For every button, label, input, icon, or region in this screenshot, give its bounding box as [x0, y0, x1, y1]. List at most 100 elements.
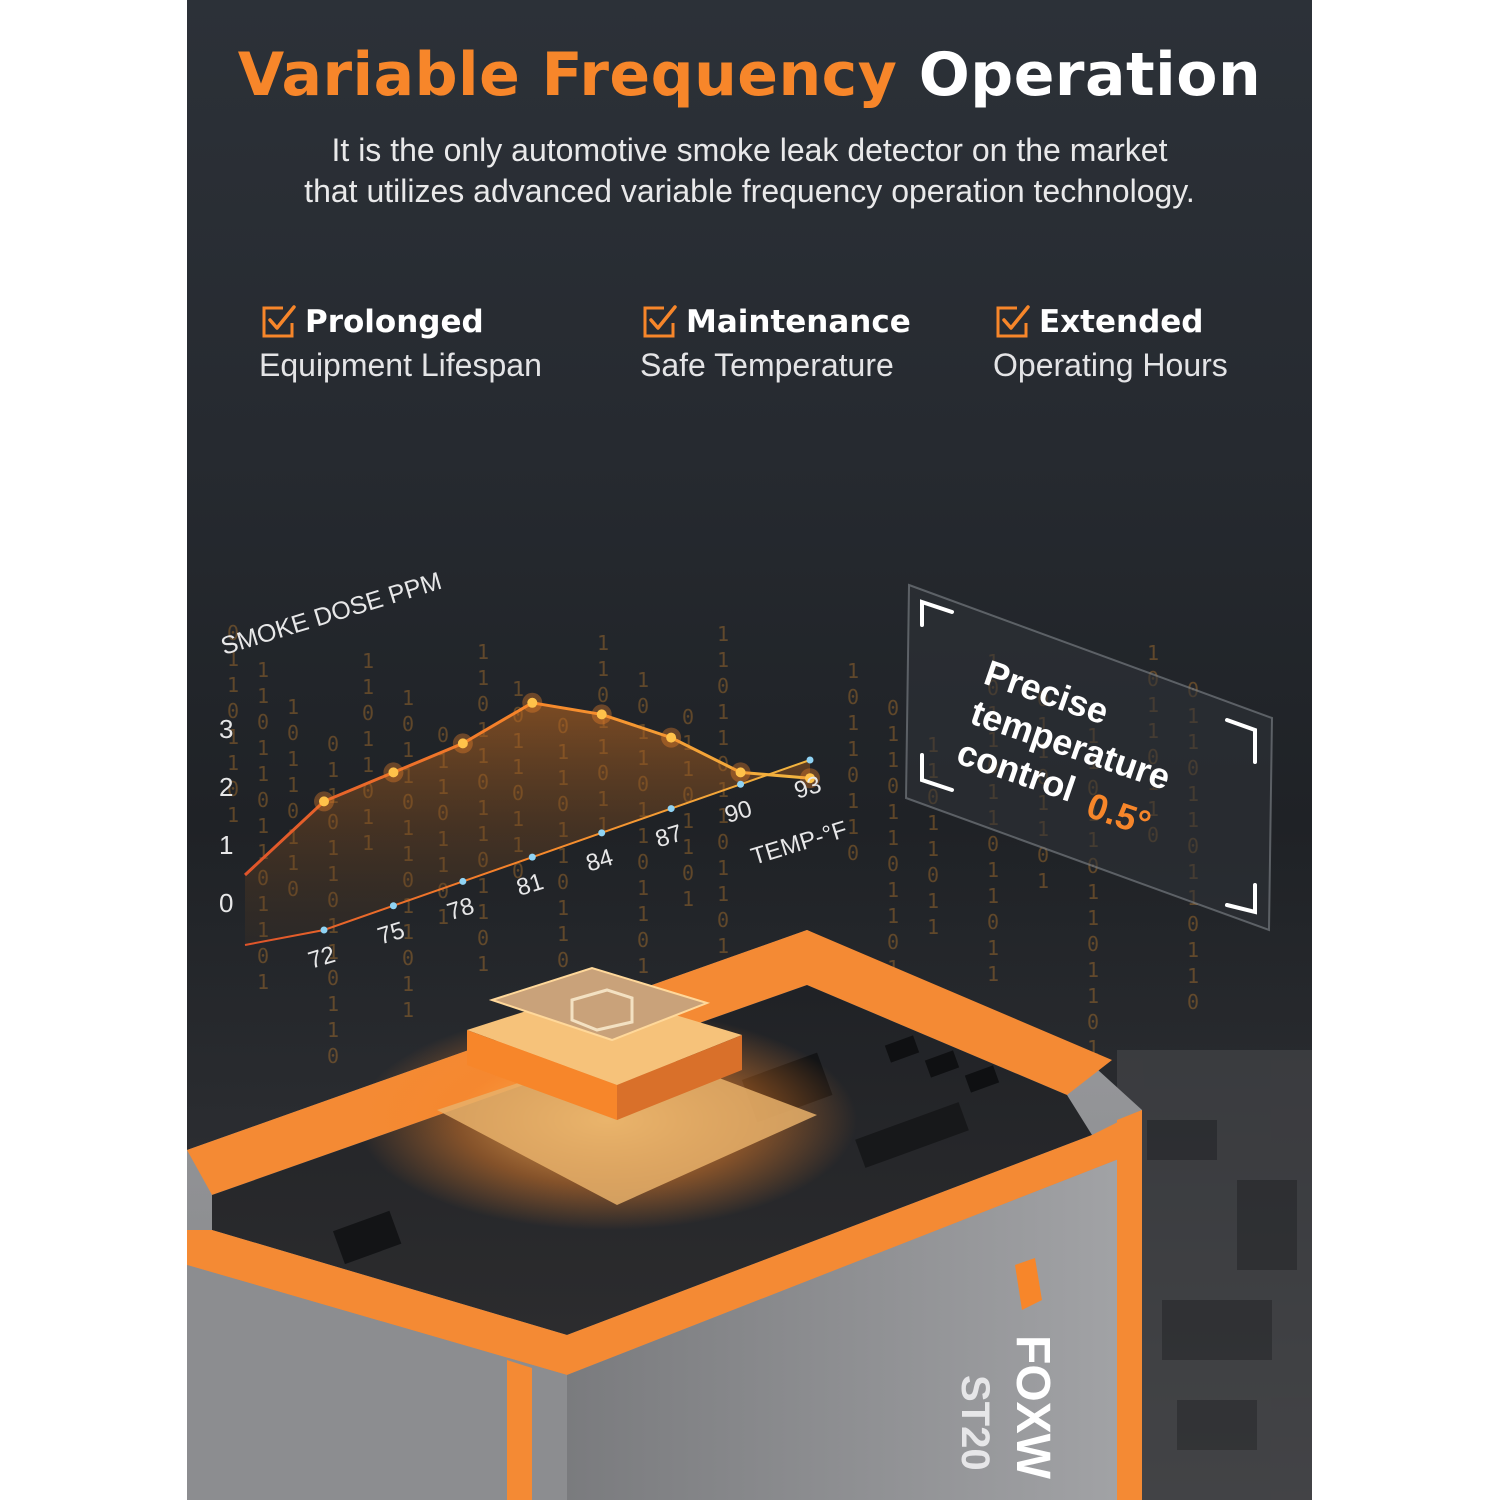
chart-ylabel: SMOKE DOSE PPM [218, 567, 445, 661]
binary-digit: 0 [512, 859, 524, 883]
binary-digit: 1 [927, 915, 939, 939]
feature-prolonged: Prolonged Equipment Lifespan [259, 303, 579, 384]
binary-digit: 1 [887, 826, 899, 850]
binary-digit: 1 [477, 666, 489, 690]
brand-logo-icon [1015, 1258, 1042, 1310]
binary-digit: 0 [402, 712, 414, 736]
illustration: 0110110111011011011011011011001101101101… [187, 567, 1312, 1500]
binary-digit: 1 [402, 920, 414, 944]
binary-digit: 1 [847, 711, 859, 735]
y-tick-label: 3 [219, 714, 233, 744]
binary-digit: 0 [717, 674, 729, 698]
x-tick-label: 87 [652, 820, 685, 854]
temp-point [598, 829, 606, 837]
binary-digit: 0 [682, 861, 694, 885]
binary-digit: 1 [257, 736, 269, 760]
smoke-detector-device: FOXW ST20 [187, 930, 1142, 1500]
temp-point [528, 853, 536, 861]
checkbox-check-icon [262, 305, 296, 338]
binary-digit: 1 [287, 747, 299, 771]
binary-digit: 1 [257, 970, 269, 994]
feature-title: Maintenance [686, 304, 911, 340]
binary-digit: 1 [557, 922, 569, 946]
temp-point [737, 780, 745, 788]
binary-digit: 1 [717, 882, 729, 906]
binary-digit: 1 [987, 936, 999, 960]
binary-digit: 0 [847, 841, 859, 865]
binary-digit: 0 [327, 966, 339, 990]
binary-digit: 1 [637, 668, 649, 692]
binary-digit: 1 [287, 773, 299, 797]
chart-area-fill [245, 702, 810, 945]
binary-digit: 0 [847, 763, 859, 787]
chart-xlabel: TEMP-°F [748, 816, 850, 871]
binary-digit: 0 [887, 774, 899, 798]
binary-digit: 0 [637, 694, 649, 718]
binary-digit: 0 [257, 788, 269, 812]
y-tick-label: 1 [219, 830, 233, 860]
binary-digit: 0 [362, 701, 374, 725]
binary-digit: 1 [557, 844, 569, 868]
binary-digit: 0 [637, 928, 649, 952]
binary-digit: 1 [327, 758, 339, 782]
binary-digit: 1 [257, 814, 269, 838]
binary-digit: 1 [257, 762, 269, 786]
binary-digit: 1 [682, 809, 694, 833]
feature-extended: Extended Operating Hours [993, 303, 1312, 384]
precision-callout: Precise temperature control 0.5° [904, 583, 1274, 932]
feature-title: Prolonged [305, 304, 484, 340]
binary-digit: 0 [287, 721, 299, 745]
binary-digit: 0 [637, 850, 649, 874]
binary-digit: 1 [597, 631, 609, 655]
binary-digit: 0 [477, 926, 489, 950]
binary-digit: 1 [887, 878, 899, 902]
binary-digit: 1 [257, 658, 269, 682]
device-model: ST20 [953, 1375, 997, 1471]
binary-digit: 1 [402, 738, 414, 762]
binary-digit: 1 [637, 954, 649, 978]
binary-digit: 1 [437, 905, 449, 929]
binary-digit: 1 [597, 657, 609, 681]
feature-subtitle: Equipment Lifespan [259, 347, 542, 383]
circuit-backdrop-decoration [1117, 1050, 1312, 1500]
device-brand: FOXW [1006, 1335, 1059, 1480]
temp-point [389, 902, 397, 910]
binary-digit: 0 [557, 948, 569, 972]
subtitle: It is the only automotive smoke leak det… [217, 130, 1282, 212]
smoke-point [596, 709, 607, 720]
temp-point [459, 877, 467, 885]
temp-point [806, 756, 814, 764]
binary-digit: 1 [477, 952, 489, 976]
binary-digit: 1 [1087, 906, 1099, 930]
binary-digit: 1 [927, 837, 939, 861]
binary-digit: 1 [682, 887, 694, 911]
binary-digit: 0 [257, 944, 269, 968]
binary-digit: 1 [362, 675, 374, 699]
binary-digit: 1 [327, 992, 339, 1016]
binary-digit: 0 [682, 705, 694, 729]
binary-digit: 0 [887, 930, 899, 954]
binary-digit: 1 [257, 684, 269, 708]
binary-digit: 1 [847, 659, 859, 683]
binary-digit: 1 [637, 876, 649, 900]
binary-digit: 1 [362, 753, 374, 777]
binary-digit: 1 [717, 648, 729, 672]
feature-maintenance: Maintenance Safe Temperature [640, 303, 960, 384]
binary-digit: 1 [637, 824, 649, 848]
binary-digit: 0 [987, 910, 999, 934]
binary-digit: 0 [327, 1044, 339, 1068]
binary-digit: 0 [327, 732, 339, 756]
smoke-point [388, 767, 399, 778]
checkbox-check-icon [996, 305, 1030, 338]
binary-digit: 1 [887, 748, 899, 772]
binary-digit: 1 [402, 998, 414, 1022]
binary-digit: 0 [887, 852, 899, 876]
binary-digit: 1 [717, 934, 729, 958]
binary-digit: 1 [987, 858, 999, 882]
binary-digit: 0 [987, 832, 999, 856]
temp-point [667, 805, 675, 813]
binary-digit: 0 [477, 692, 489, 716]
binary-digit: 0 [1187, 990, 1199, 1014]
product-panel: Variable Frequency Operation It is the o… [187, 0, 1312, 1500]
binary-digit: 1 [477, 900, 489, 924]
